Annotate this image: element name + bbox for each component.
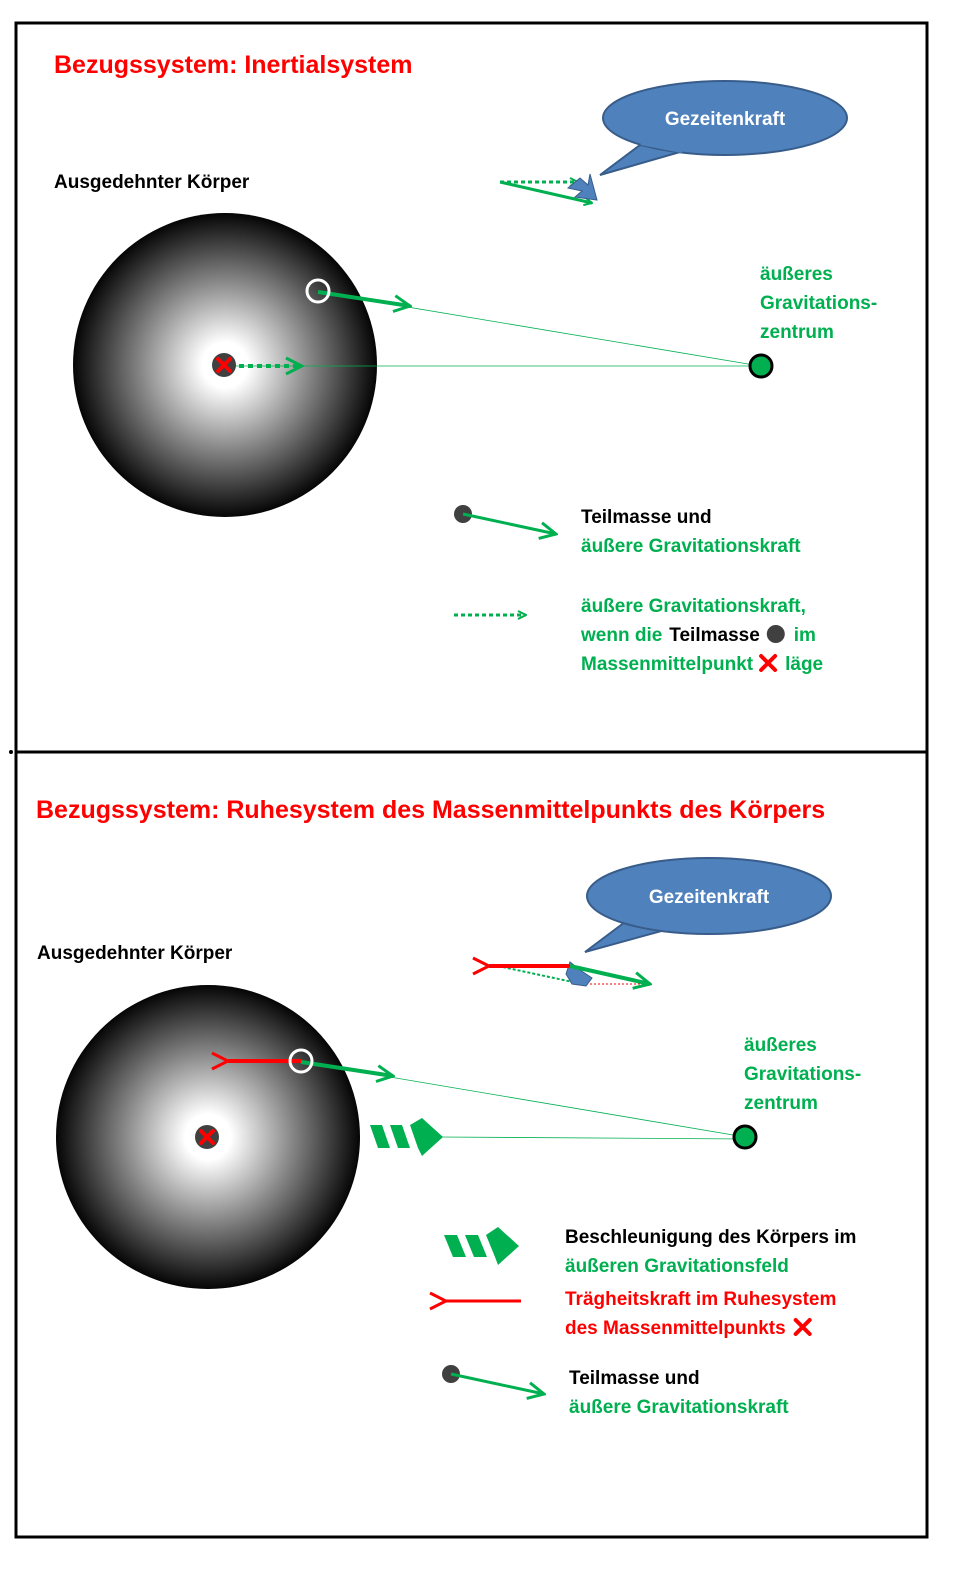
- top-legend2-line2b: Teilmasse: [669, 625, 759, 646]
- top-center-label: äußeres Gravitations- zentrum: [760, 264, 882, 343]
- bottom-title: Bezugssystem: Ruhesystem des Massenmitte…: [36, 796, 825, 824]
- top-speech-bubble: Gezeitenkraft: [599, 80, 848, 176]
- bottom-tidal-green-arrow: [569, 964, 650, 984]
- bottom-legend2-line1: Trägheitskraft im Ruhesystem: [565, 1289, 836, 1310]
- bottom-panel-frame: [14, 750, 929, 1539]
- top-legend2-line3a: Massenmittelpunkt: [581, 654, 754, 675]
- top-legend2-line2c: im: [794, 625, 816, 646]
- top-legend1-text: Teilmasse und äußere Gravitationskraft: [581, 507, 801, 557]
- top-tidal-solid-arrow: [499, 180, 592, 203]
- bottom-legend-x-icon: [793, 1318, 812, 1336]
- bottom-tidal-green-dotted: [497, 965, 583, 985]
- bottom-partmass-force-arrow: [300, 1060, 393, 1076]
- bottom-partmass-marker: [288, 1048, 314, 1074]
- top-legend-inline-dot: [766, 625, 785, 643]
- top-tidal-block-arrow: [566, 173, 598, 201]
- bottom-legend-acceleration-arrow: [444, 1227, 519, 1265]
- bottom-center-label: äußeres Gravitations- zentrum: [744, 1035, 866, 1114]
- bottom-guide-line-2: [439, 1136, 746, 1140]
- top-legend-x-icon: [759, 654, 778, 672]
- top-title: Bezugssystem: Inertialsystem: [54, 51, 412, 79]
- bottom-legend-solid-arrow: [450, 1372, 544, 1394]
- top-legend2-line3b: läge: [785, 654, 823, 675]
- top-legend2-line1: äußere Gravitationskraft,: [581, 596, 806, 617]
- bottom-legend3-text: Teilmasse und äußere Gravitationskraft: [569, 1368, 789, 1418]
- bottom-body-label: Ausgedehnter Körper: [37, 943, 233, 964]
- bottom-acceleration-arrow: [370, 1118, 443, 1156]
- top-legend-solid-arrow: [462, 512, 556, 534]
- top-legend2-line2a: wenn die: [580, 625, 662, 646]
- bottom-bubble-text: Gezeitenkraft: [649, 887, 770, 908]
- bottom-legend2-line2: des Massenmittelpunkts: [565, 1318, 786, 1339]
- top-body-label: Ausgedehnter Körper: [54, 172, 250, 193]
- divider-dot: [9, 750, 13, 754]
- bottom-legend1-text: Beschleunigung des Körpers im äußeren Gr…: [565, 1227, 862, 1277]
- top-partmass-force-arrow: [317, 290, 410, 306]
- top-center-x-icon: [216, 357, 232, 373]
- top-partmass-marker: [305, 278, 331, 304]
- bottom-center-x-icon: [199, 1129, 215, 1145]
- bottom-speech-bubble: Gezeitenkraft: [584, 857, 832, 953]
- top-bubble-text: Gezeitenkraft: [665, 109, 786, 130]
- top-gravitation-center: [748, 353, 774, 379]
- bottom-gravitation-center: [732, 1124, 758, 1150]
